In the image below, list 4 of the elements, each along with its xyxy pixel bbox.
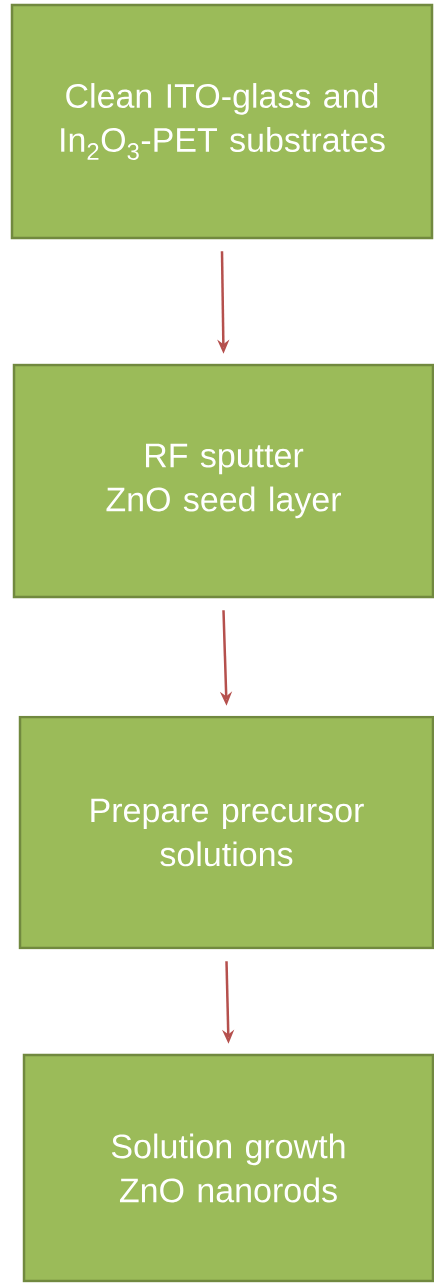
process-box: Prepare precursor solutions (18, 715, 434, 950)
process-box: RF sputter ZnO seed layer (12, 363, 434, 599)
process-box: Clean ITO-glass and In$_{2}$O$_{3}$-PET substrates (10, 3, 434, 240)
process-box: Solution growth ZnO nanorods (22, 1053, 434, 1283)
